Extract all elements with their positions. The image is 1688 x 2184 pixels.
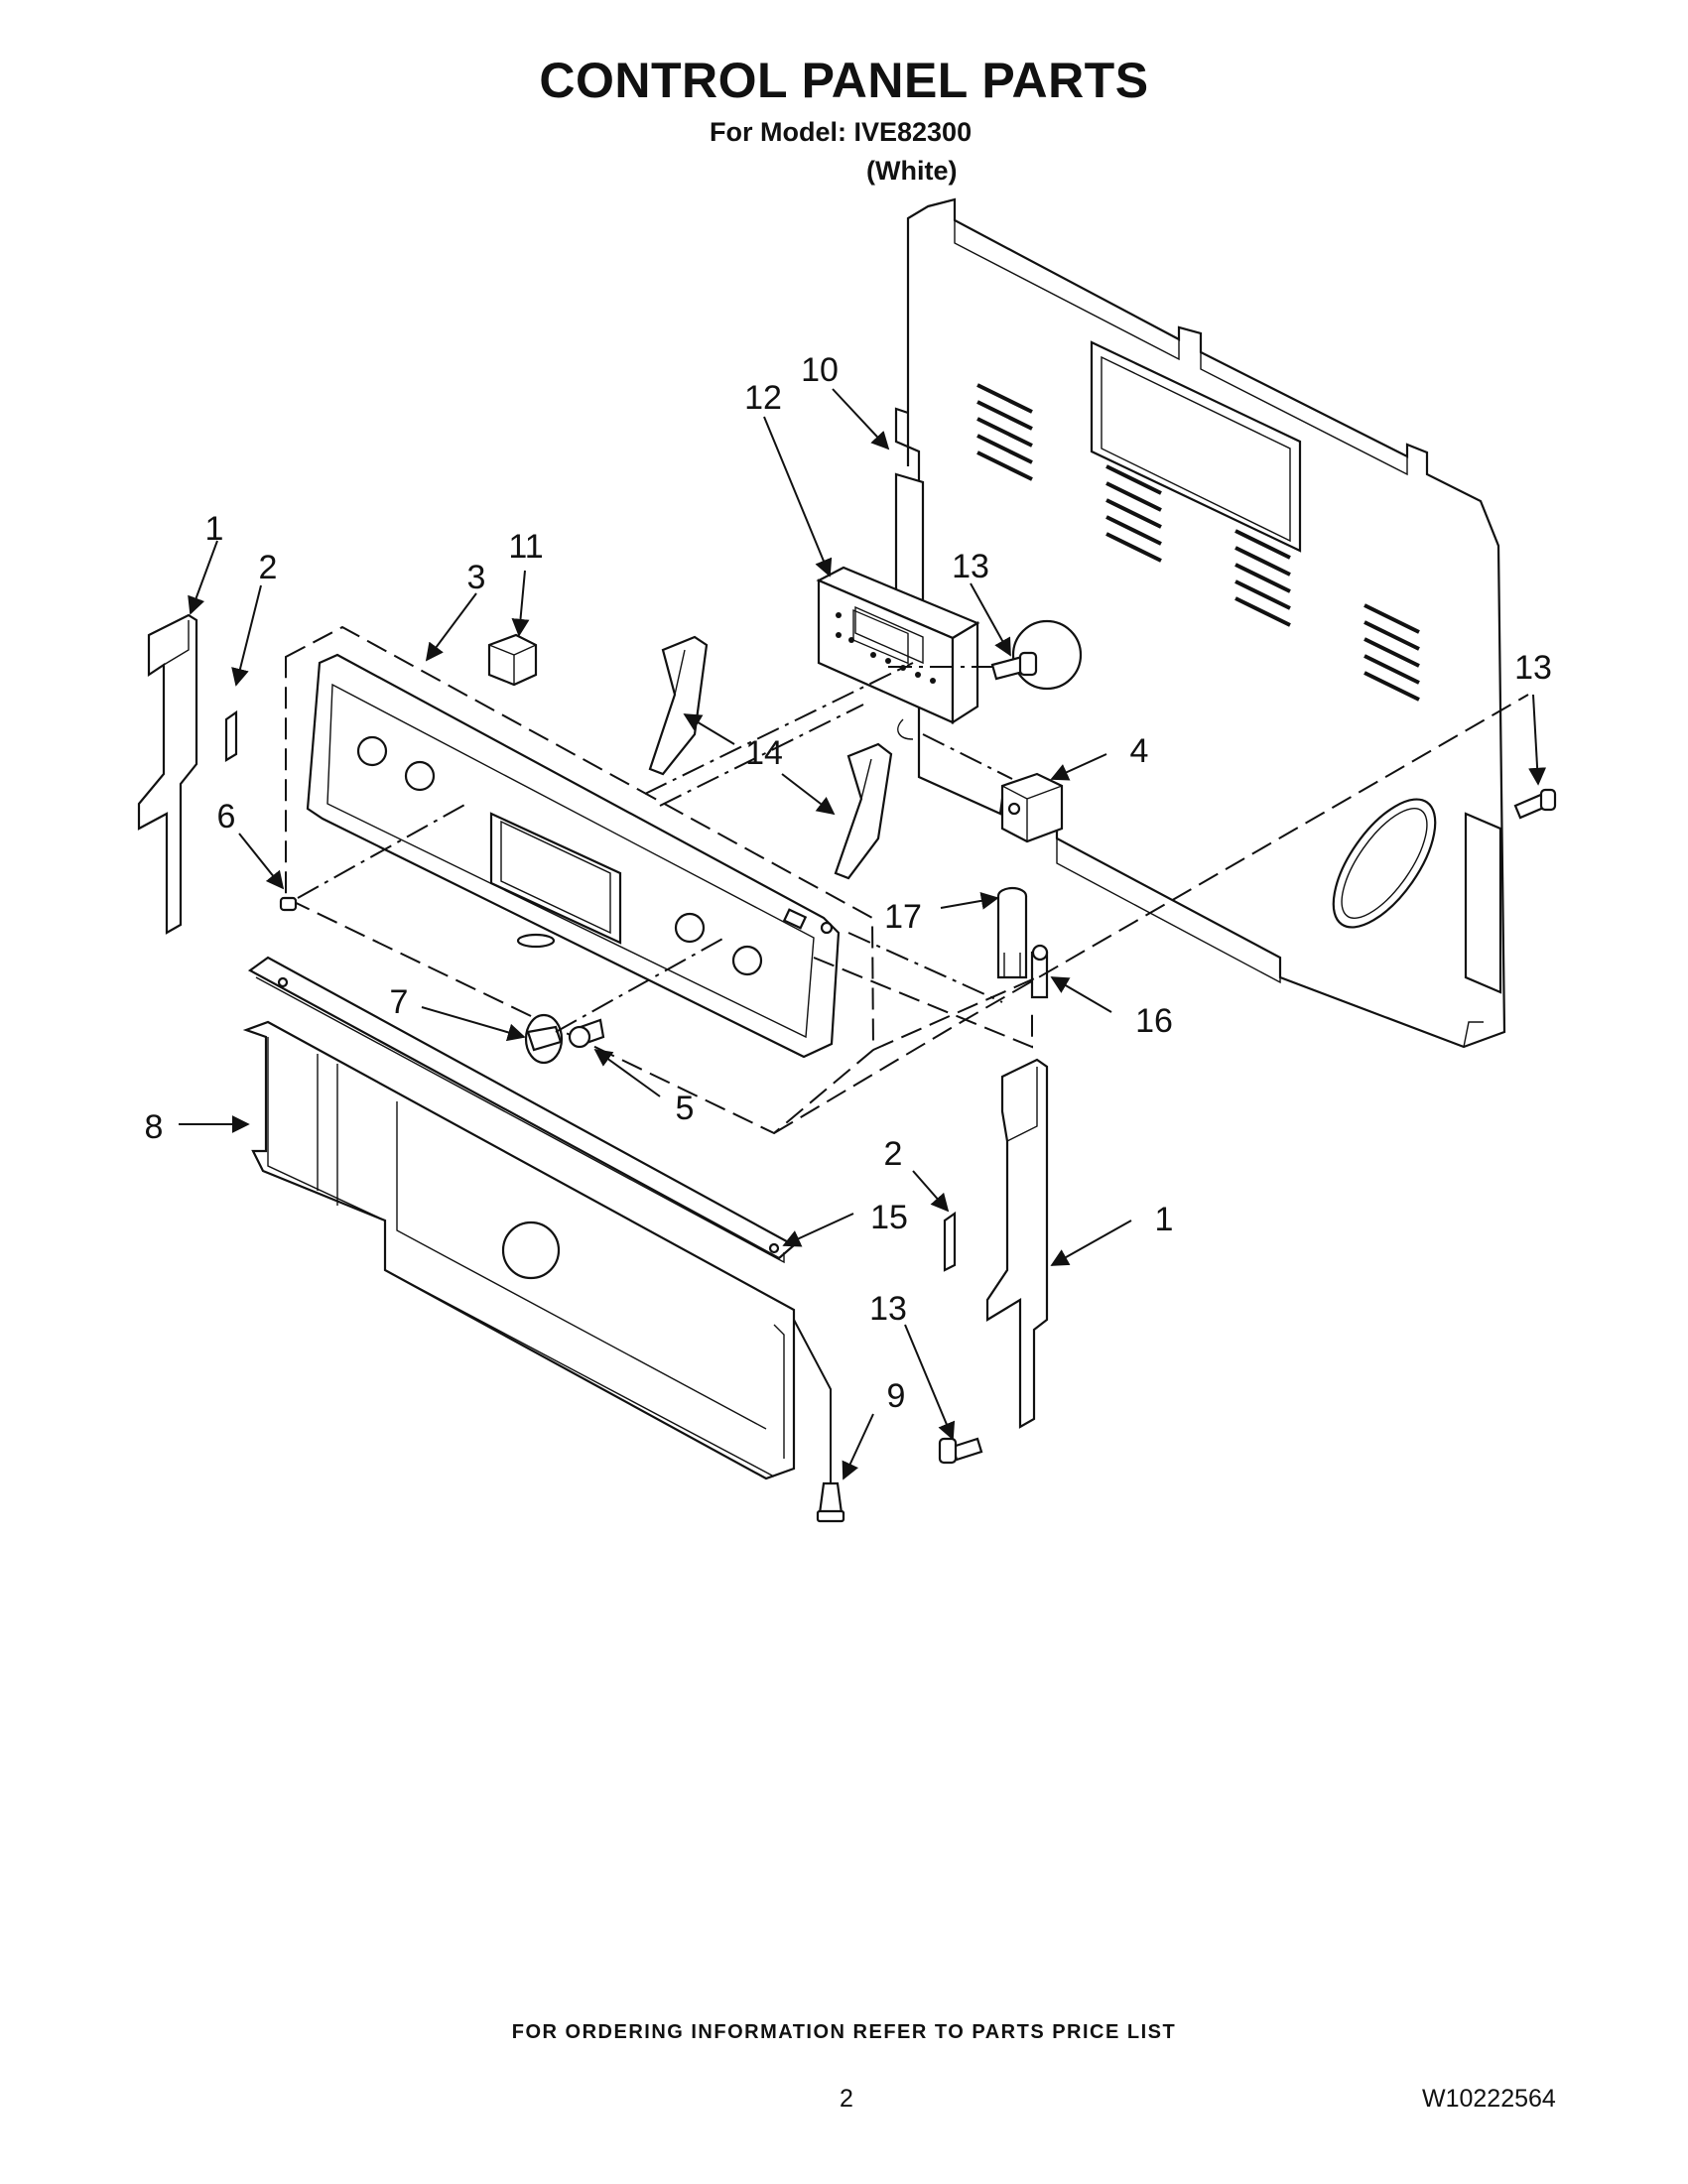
model-line: For Model: IVE82300 <box>710 117 973 147</box>
callout-9: 9 <box>887 1377 906 1415</box>
rear-panel <box>894 197 1506 1049</box>
callout-10: 10 <box>801 351 839 389</box>
end-cap-right <box>834 742 893 880</box>
callout-14: 14 <box>745 734 783 772</box>
end-cap-left <box>648 635 709 776</box>
control-shield <box>242 1020 796 1480</box>
callout-1-left: 1 <box>205 510 224 548</box>
screw-lower <box>938 1437 983 1465</box>
end-bracket-left <box>137 613 198 935</box>
callout-2-left: 2 <box>259 549 278 586</box>
knob-spring <box>568 1018 605 1049</box>
electronic-control-board <box>816 566 980 725</box>
screw-upper <box>990 651 1038 681</box>
ordering-note: FOR ORDERING INFORMATION REFER TO PARTS … <box>511 2021 1177 2043</box>
vent-slots <box>976 383 1420 702</box>
callout-3: 3 <box>467 559 486 596</box>
screw-bottom <box>816 1481 845 1523</box>
callout-15: 15 <box>870 1199 908 1236</box>
callout-7: 7 <box>390 983 409 1021</box>
infinite-switch <box>996 886 1028 979</box>
screw-right <box>1513 788 1557 820</box>
switch <box>1000 772 1064 843</box>
end-bracket-right <box>985 1058 1049 1429</box>
clip-left <box>224 709 238 762</box>
color-line: (White) <box>866 156 958 186</box>
badge-bracket <box>487 633 538 687</box>
assembly-lines <box>297 662 1529 1483</box>
callout-4: 4 <box>1130 732 1149 770</box>
callout-13-right: 13 <box>1514 649 1552 687</box>
screw-small <box>279 896 298 912</box>
callout-8: 8 <box>145 1108 164 1146</box>
clip-right <box>943 1211 957 1272</box>
callout-12: 12 <box>744 379 782 417</box>
knob <box>524 1013 564 1065</box>
callout-13-upper: 13 <box>952 548 989 585</box>
console <box>285 625 875 1135</box>
page-title: CONTROL PANEL PARTS <box>539 53 1149 108</box>
callout-13-lower: 13 <box>869 1290 907 1328</box>
callout-6: 6 <box>217 798 236 835</box>
leader-arrows <box>179 388 1547 1480</box>
callout-17: 17 <box>884 898 922 936</box>
page-number: 2 <box>840 2085 853 2113</box>
callout-2-right: 2 <box>884 1135 903 1173</box>
callout-16: 16 <box>1135 1002 1173 1040</box>
callout-labels: 1 2 3 11 10 12 13 13 4 14 6 17 16 7 5 8 … <box>145 351 1552 1415</box>
clip <box>1030 944 1049 999</box>
callout-1-right: 1 <box>1155 1201 1174 1238</box>
document-number: W10222564 <box>1422 2085 1556 2113</box>
callout-5: 5 <box>676 1090 695 1127</box>
callout-11: 11 <box>508 528 543 566</box>
